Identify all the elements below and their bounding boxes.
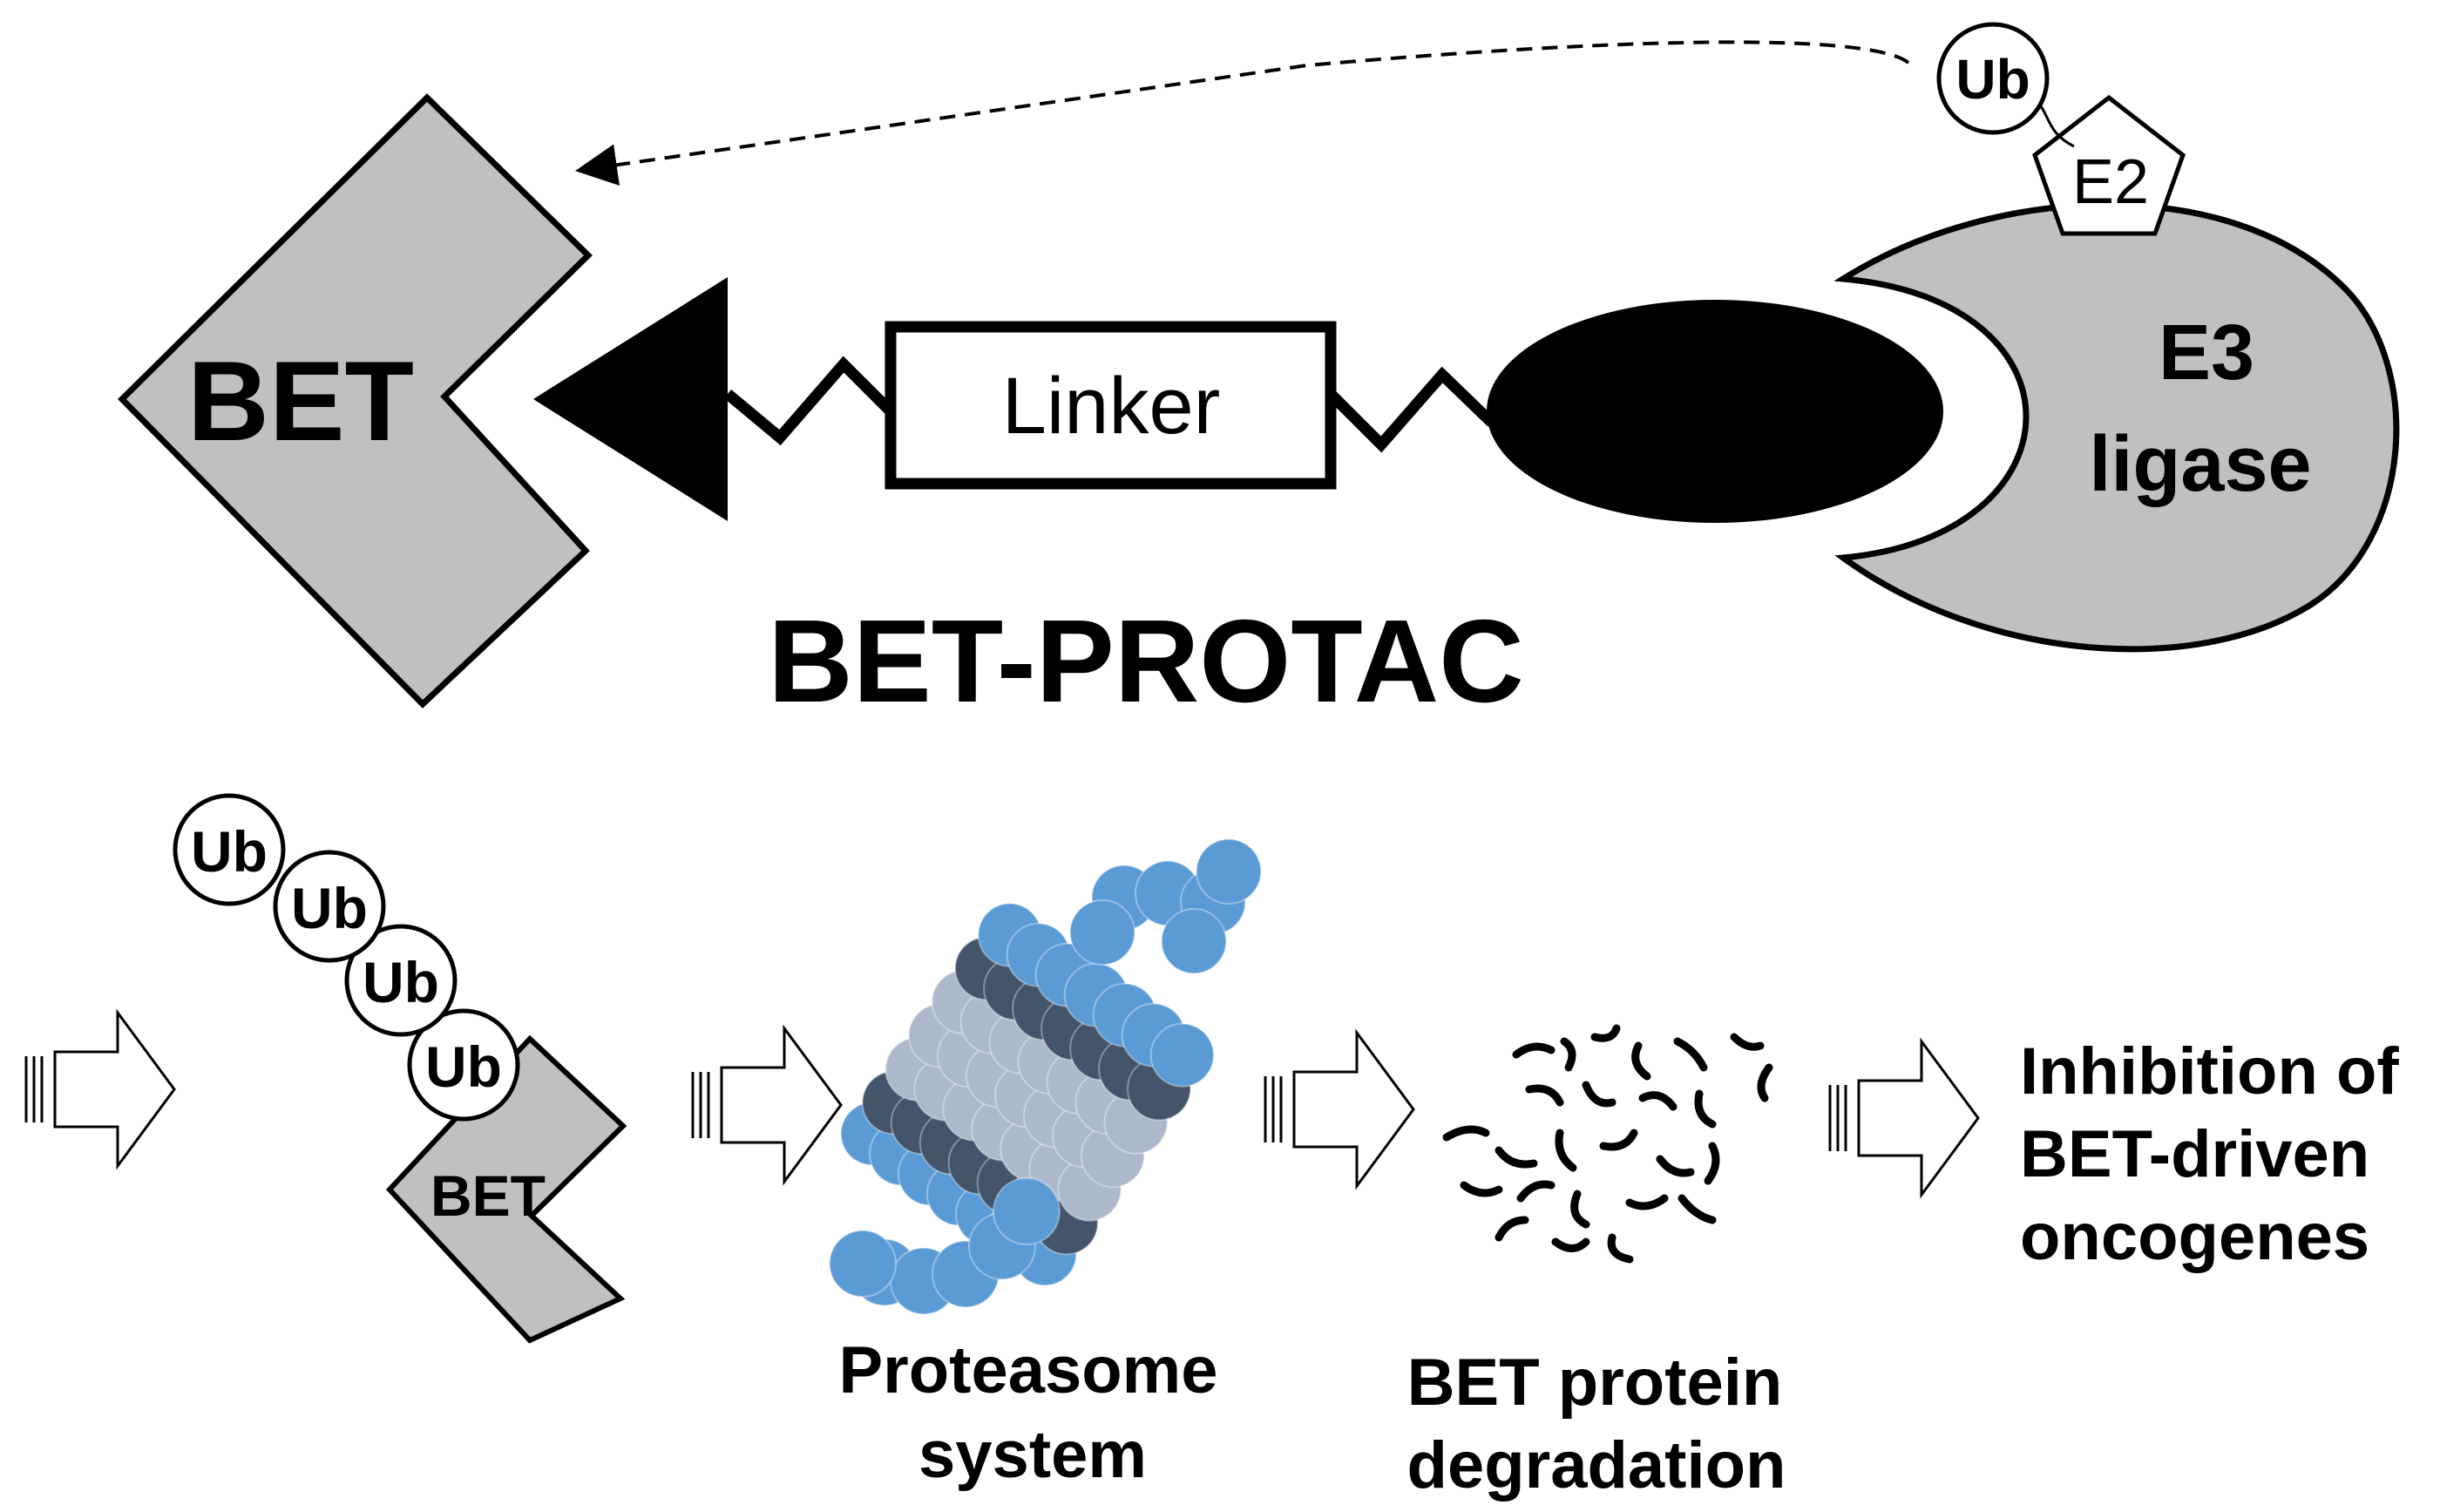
e3-ligand-ellipse [1487, 300, 1943, 523]
outcome-line1: Inhibition of [2020, 1034, 2399, 1109]
ub-chain: Ub Ub Ub Ub [173, 793, 520, 1122]
ub-chain-label-4: Ub [425, 1034, 502, 1099]
degradation-label-line1: BET protein [1407, 1346, 1783, 1420]
block-arrow-4 [1828, 1037, 1980, 1199]
ub-transfer-dashed-arrow [575, 40, 1910, 186]
e2-enzyme: E2 [2032, 94, 2186, 236]
e2-pentagon [2032, 94, 2186, 236]
proteasome-cap-subunit [1069, 899, 1135, 966]
peptide-fragment [1694, 1089, 1717, 1129]
peptide-fragment [1678, 1194, 1717, 1224]
peptide-fragments [1442, 1024, 1773, 1264]
peptide-fragment [1551, 1237, 1590, 1252]
proteasome [829, 838, 1262, 1315]
outcome-line2: BET-driven [2020, 1117, 2369, 1191]
ub-top-circle [1936, 22, 2050, 135]
linker-box: Linker [884, 321, 1337, 490]
bet-protein-top: BET [118, 93, 593, 709]
bet-chevron-small [385, 1034, 627, 1344]
bet-label-top: BET [187, 337, 414, 464]
peptide-fragment [1590, 1024, 1621, 1042]
proteasome-cap-subunit [829, 1230, 897, 1298]
peptide-fragment [1516, 1180, 1556, 1203]
e3-ligase: E3 ligase [1833, 201, 2400, 653]
zigzag-connector-left [723, 356, 895, 446]
peptide-fragment [1631, 1041, 1651, 1081]
e3-label-line2: ligase [2089, 421, 2311, 508]
e2-label: E2 [2072, 147, 2149, 217]
peptide-fragment [1656, 1155, 1695, 1177]
peptide-fragment [1582, 1081, 1616, 1108]
peptide-fragment [1442, 1125, 1490, 1142]
bet-label-small: BET [430, 1163, 546, 1228]
peptide-fragment [1570, 1190, 1590, 1229]
peptide-fragment [1494, 1216, 1529, 1242]
proteasome-subunit [1149, 1022, 1215, 1088]
proteasome-label-line2: system [918, 1418, 1147, 1492]
linker-rect [884, 321, 1337, 490]
ub-top-label: Ub [1955, 48, 2030, 111]
ub-bet-complex: BET Ub Ub Ub Ub [173, 793, 627, 1344]
peptide-fragment [1599, 1129, 1638, 1151]
peptide-fragment [1625, 1194, 1669, 1210]
peptide-fragment [1494, 1146, 1538, 1169]
block-arrow-body [53, 1008, 176, 1170]
degradation-label-line2: degradation [1407, 1428, 1786, 1502]
peptide-fragment [1673, 1037, 1708, 1072]
peptide-fragment [1525, 1084, 1564, 1107]
block-arrow-3 [1264, 1028, 1415, 1190]
ub-chain-label-1: Ub [191, 819, 268, 884]
ub-chain-circle-2 [273, 850, 386, 963]
ub-chain-label-2: Ub [291, 876, 368, 940]
peptide-fragment [1555, 1129, 1577, 1172]
proteasome-cap-subunit [1161, 908, 1227, 974]
peptide-fragment [1757, 1063, 1773, 1102]
outcome-line3: oncogenes [2020, 1200, 2369, 1274]
block-arrow-body [1292, 1028, 1415, 1190]
ub-chain-circle-4 [407, 1008, 520, 1122]
e3-ligase-shape [1833, 201, 2400, 653]
peptide-fragment [1607, 1233, 1634, 1264]
diagram-title: BET-PROTAC [768, 595, 1523, 727]
bet-ligand-triangle [533, 277, 728, 521]
peptide-fragment [1638, 1091, 1678, 1111]
block-arrow-body [720, 1024, 843, 1186]
proteasome-cap-subunit [1196, 838, 1262, 905]
block-arrow-2 [691, 1024, 843, 1186]
proteasome-label-line1: Proteasome [838, 1333, 1217, 1407]
block-arrow-body [1857, 1037, 1980, 1199]
linker-label: Linker [1002, 362, 1221, 451]
zigzag-connector-right [1326, 366, 1496, 453]
ub-chain-circle-1 [173, 793, 286, 906]
ub-chain-circle-3 [344, 924, 458, 1037]
peptide-fragment [1460, 1181, 1503, 1197]
peptide-fragment [1704, 1142, 1720, 1185]
proteasome-cap-subunit [993, 1177, 1061, 1245]
ub-chain-label-3: Ub [363, 950, 439, 1014]
peptide-fragment [1560, 1037, 1576, 1072]
peptide-fragment [1730, 1033, 1765, 1051]
peptide-fragment [1512, 1042, 1556, 1059]
ub-top: Ub [1936, 22, 2050, 135]
bet-chevron-shape [118, 93, 593, 709]
block-arrow-1 [24, 1008, 176, 1170]
e3-label-line1: E3 [2159, 309, 2254, 397]
